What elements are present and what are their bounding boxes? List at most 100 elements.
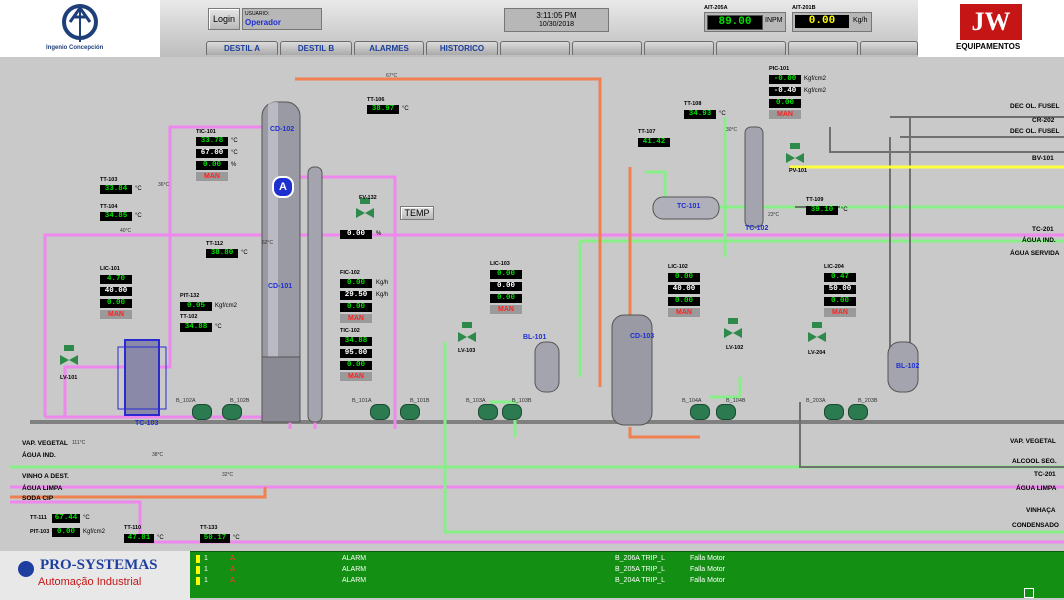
lic204-mode[interactable]: MAN [824,308,856,317]
tab-empty-4[interactable] [716,41,786,55]
tab-empty-1[interactable] [500,41,570,55]
pic101-sp-unit: Kgf/cm2 [804,88,827,94]
lic101-sp[interactable]: 40.00 [100,287,132,296]
tab-destil-a[interactable]: DESTIL A [206,41,278,55]
lic204-sp[interactable]: 50.00 [824,285,856,294]
lic102-mode[interactable]: MAN [668,308,700,317]
tab-empty-3[interactable] [644,41,714,55]
pv101-valve-icon[interactable] [786,143,804,167]
lv204-label: LV-204 [808,350,826,356]
tt111-unit: °C [83,515,90,521]
pump-b103b-icon[interactable] [502,404,522,420]
pump-b102b-icon[interactable] [222,404,242,420]
alarm-ack: 1 [204,577,208,584]
tic101-sp-unit: °C [231,150,238,156]
fv132-value[interactable]: 0.00 [340,230,372,239]
pic101-out[interactable]: 0.00 [769,99,801,108]
cd103-label: CD-103 [630,333,655,340]
pump-b102b-label: B_102B [230,398,250,404]
tic101-mode[interactable]: MAN [196,172,228,181]
pump-b101b-icon[interactable] [400,404,420,420]
fv132-unit: % [376,231,382,237]
lic102-out[interactable]: 0.00 [668,297,700,306]
tic102-mode[interactable]: MAN [340,372,372,381]
fic102-sp-unit: Kg/h [376,292,389,298]
pump-b203a-icon[interactable] [824,404,844,420]
line-right-5: ÁGUA IND. [1022,237,1056,244]
ait205a-tag: AIT-205A [704,5,728,11]
lic103-sp[interactable]: 0.00 [490,282,522,291]
line-right-4: TC-201 [1032,226,1054,233]
line-right-10: ÁGUA LIMPA [1016,485,1057,492]
tab-empty-2[interactable] [572,41,642,55]
tt102-value: 34.88 [180,323,212,332]
user-label: USUARIO: [245,11,270,17]
line-right-9: TC-201 [1034,471,1056,478]
fic102-pv: 0.00 [340,279,372,288]
logo-caption: Ingenio Concepción [46,45,104,51]
bl101-label: BL-101 [523,334,547,341]
lic101-out[interactable]: 0.00 [100,299,132,308]
column-a-badge[interactable]: A [272,176,294,198]
fic102-sp[interactable]: 29.50 [340,291,372,300]
temp-marker-2: 40°C [120,228,132,234]
tic101-out[interactable]: 0.00 [196,161,228,170]
tic101-sp[interactable]: 67.00 [196,149,228,158]
temp-marker-6: 32°C [222,472,234,478]
temp-marker-8: 23°C [768,212,780,218]
pump-b103a-icon[interactable] [478,404,498,420]
tt109-tag: TT-109 [806,197,824,203]
fic102-out[interactable]: 0.00 [340,303,372,312]
lv103-valve-icon[interactable] [458,322,476,346]
pic101-sp[interactable]: -0.40 [769,87,801,96]
login-button[interactable]: Login [208,8,240,30]
pump-b101a-icon[interactable] [370,404,390,420]
alarm-type: ALARM [342,555,367,562]
tic101-pv: 33.78 [196,137,228,146]
lic103-out[interactable]: 0.00 [490,294,522,303]
temp-marker-0: 67°C [386,73,398,79]
tab-destil-b[interactable]: DESTIL B [280,41,352,55]
alarm-row[interactable]: 1 A ALARM B_205A TRIP_L Falla Motor [190,564,1064,575]
pump-b102a-icon[interactable] [192,404,212,420]
temp-button[interactable]: TEMP [400,206,434,220]
ait205a-value: 89.00 [707,15,763,30]
pump-b104b-icon[interactable] [716,404,736,420]
tab-empty-5[interactable] [788,41,858,55]
tic102-out[interactable]: 0.00 [340,361,372,370]
bl102-label: BL-102 [896,363,920,370]
alarm-row[interactable]: 1 A ALARM B_206A TRIP_L Falla Motor [190,553,1064,564]
pump-b203b-icon[interactable] [848,404,868,420]
footer-subtitle: Automação Industrial [38,576,142,588]
fv132-label: FV-132 [359,195,377,201]
lic103-mode[interactable]: MAN [490,305,522,314]
tab-empty-6[interactable] [860,41,918,55]
temp-marker-3: 62°C [262,240,274,246]
lic101-mode[interactable]: MAN [100,310,132,319]
lic102-pv: 0.00 [668,273,700,282]
tab-historico[interactable]: HISTORICO [426,41,498,55]
user-name: Operador [245,18,282,27]
fic102-mode[interactable]: MAN [340,314,372,323]
lv101-valve-icon[interactable] [60,345,78,369]
lv204-valve-icon[interactable] [808,322,826,346]
tic101-out-unit: % [231,162,237,168]
tt107-tag: TT-107 [638,129,656,135]
line-right-8: ALCOOL SEG. [1012,458,1057,465]
pic101-mode[interactable]: MAN [769,110,801,119]
pit103-value: 0.00 [52,528,80,537]
alarm-row[interactable]: 1 A ALARM B_204A TRIP_L Falla Motor [190,575,1064,586]
tic102-sp[interactable]: 95.00 [340,349,372,358]
pump-b104a-icon[interactable] [690,404,710,420]
alarm-desc: Falla Motor [690,577,726,584]
alarm-scroll-icon[interactable] [1024,588,1034,598]
lic102-sp[interactable]: 40.00 [668,285,700,294]
tt102-unit: °C [215,324,222,330]
alarm-level: A [230,566,236,573]
lic204-out[interactable]: 0.00 [824,297,856,306]
tab-alarmes[interactable]: ALARMES [354,41,424,55]
lv102-valve-icon[interactable] [724,318,742,342]
fv132-valve-icon[interactable] [356,198,374,222]
pit103-unit: Kgf/cm2 [83,529,106,535]
fic102-pv-unit: Kg/h [376,280,389,286]
